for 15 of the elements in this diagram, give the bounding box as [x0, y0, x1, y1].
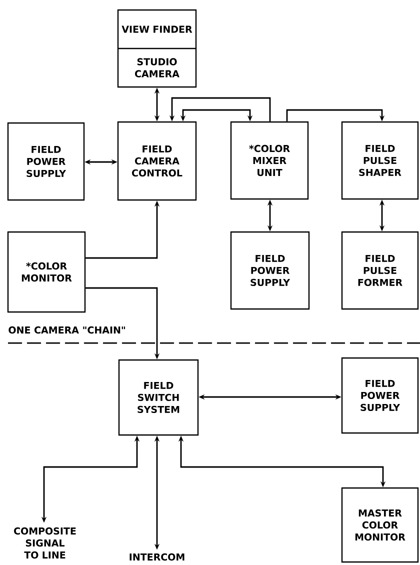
block-box: FIELD POWER SUPPLY	[230, 231, 310, 310]
block-box: FIELD POWER SUPPLY	[341, 357, 419, 434]
section-label: ONE CAMERA "CHAIN"	[8, 326, 126, 334]
block-box: FIELD POWER SUPPLY	[7, 122, 85, 201]
block-box: *COLOR MIXER UNIT	[230, 121, 309, 200]
block-box: *COLOR MONITOR	[7, 231, 86, 313]
output-label: INTERCOM	[130, 553, 184, 561]
block-box: VIEW FINDER STUDIO CAMERA	[117, 9, 197, 88]
block-box: FIELD SWITCH SYSTEM	[118, 359, 199, 436]
arrow	[286, 109, 385, 122]
block-box: FIELD CAMERA CONTROL	[117, 121, 197, 201]
output-label: COMPOSITE SIGNAL TO LINE	[14, 527, 76, 559]
block-box: MASTER COLOR MONITOR	[341, 487, 419, 563]
block-box: FIELD PULSE FORMER	[341, 231, 419, 310]
block-box: FIELD PULSE SHAPER	[341, 121, 419, 200]
